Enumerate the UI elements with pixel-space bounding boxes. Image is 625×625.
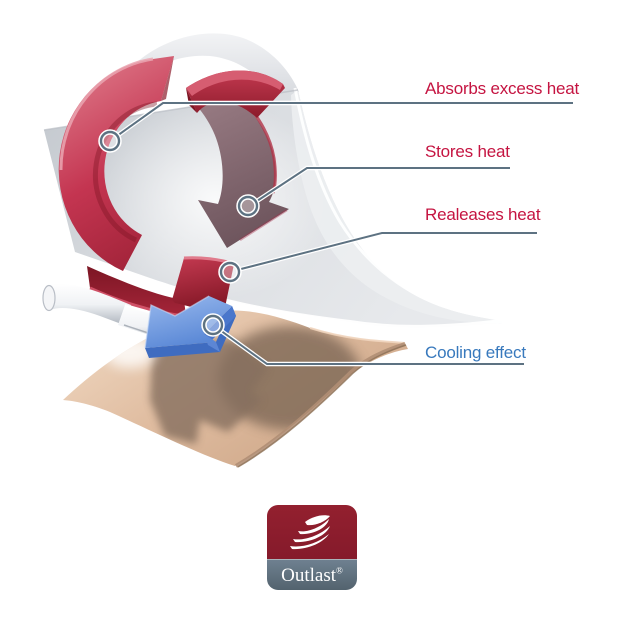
swoosh-icon	[290, 515, 330, 550]
label-stores-heat: Stores heat	[425, 142, 510, 161]
leader-cooling	[201, 313, 524, 367]
label-realeases-heat: Realeases heat	[425, 205, 541, 224]
heat-cycle-ring-arrow	[58, 56, 174, 271]
skin-layer	[63, 310, 408, 468]
label-absorbs-excess-heat: Absorbs excess heat	[425, 79, 580, 98]
logo-red-panel	[267, 505, 357, 559]
label-cooling-effect: Cooling effect	[425, 343, 526, 362]
leader-stores	[236, 165, 510, 218]
absorb-arc-segment	[186, 70, 285, 118]
outlast-logo: Outlast®	[267, 505, 357, 590]
logo-name-band: Outlast®	[267, 559, 357, 590]
leader-absorbs	[98, 100, 573, 153]
leader-realeases	[218, 230, 537, 284]
leader-lines	[98, 100, 573, 367]
logo-wordmark: Outlast®	[281, 564, 343, 586]
stored-heat-arrow	[190, 96, 289, 248]
